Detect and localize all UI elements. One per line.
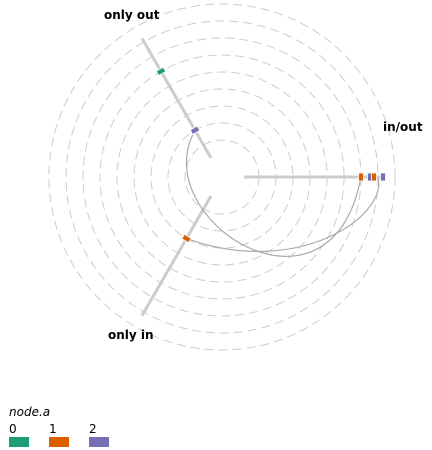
axis-label-only-in: only in (108, 328, 154, 342)
axis-label-only-out: only out (104, 8, 160, 22)
axis-line-0 (140, 37, 213, 159)
legend-swatch-0 (9, 437, 29, 447)
legend-swatch-2 (89, 437, 109, 447)
node-2 (358, 172, 364, 182)
axis-line-2 (140, 195, 213, 317)
legend-item-1: 1 (49, 422, 79, 450)
edges (186, 129, 380, 257)
node-4 (371, 172, 377, 182)
nodes (155, 66, 386, 244)
node-5 (380, 172, 386, 182)
edge-0 (186, 129, 362, 257)
legend-swatch-1 (49, 437, 69, 447)
ring-9 (48, 3, 396, 351)
legend-label-0: 0 (9, 422, 17, 436)
legend-label-2: 2 (89, 422, 97, 436)
legend-item-0: 0 (9, 422, 39, 450)
legend-title: node.a (9, 405, 51, 419)
edge-1 (186, 176, 380, 253)
node-1 (189, 125, 201, 135)
axis-label-in-out: in/out (383, 120, 423, 134)
node-6 (181, 233, 192, 244)
legend-item-2: 2 (89, 422, 119, 450)
hive-plot: only out in/out only in (48, 3, 423, 351)
legend-label-1: 1 (49, 422, 57, 436)
node-0 (155, 66, 167, 77)
legend: node.a 0 1 2 (9, 405, 149, 450)
